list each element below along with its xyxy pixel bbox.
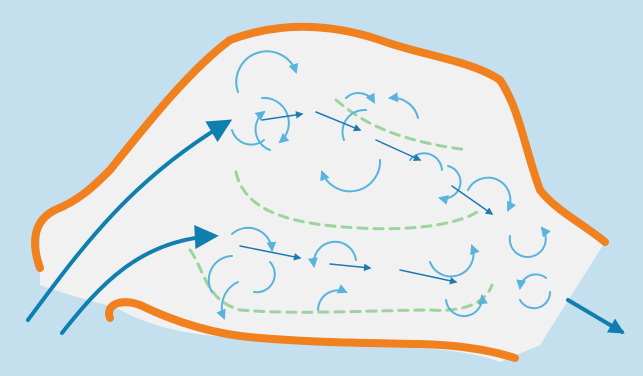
outflow-arrow [568, 300, 622, 332]
